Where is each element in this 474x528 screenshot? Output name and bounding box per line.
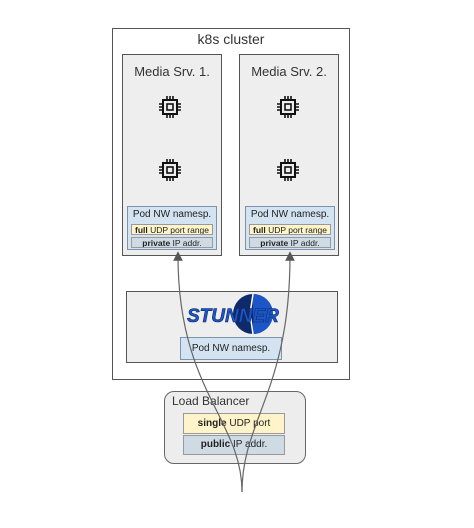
- ip-rest: IP addr.: [288, 238, 320, 248]
- udp-port-range-srv2: full UDP port range: [249, 224, 331, 235]
- port-rest: UDP port range: [265, 225, 327, 235]
- public-ip-address: public IP addr.: [183, 435, 285, 455]
- ip-bold: private: [260, 238, 289, 248]
- port-bold: full: [134, 225, 148, 235]
- cpu-chip-icon: [277, 159, 299, 181]
- cpu-chip-icon: [159, 159, 181, 181]
- cpu-chip-icon: [159, 96, 181, 118]
- ip-rest: IP addr.: [170, 238, 202, 248]
- stunner-logo-text: STUNNER: [187, 306, 279, 327]
- port-bold: single: [197, 418, 227, 429]
- pod-namespace-srv2-label: Pod NW namesp.: [250, 209, 330, 220]
- stunner-logo: STUNNER: [187, 293, 279, 335]
- private-ip-srv2: private IP addr.: [249, 237, 331, 248]
- arrow-to-media-server-2: [241, 251, 295, 493]
- port-rest: UDP port range: [147, 225, 209, 235]
- pod-namespace-srv1-label: Pod NW namesp.: [132, 209, 212, 220]
- cluster-title: k8s cluster: [197, 31, 265, 47]
- single-udp-port: single UDP port: [183, 413, 285, 434]
- media-server-1-title: Media Srv. 1.: [134, 64, 210, 79]
- private-ip-srv1: private IP addr.: [131, 237, 213, 248]
- udp-port-range-srv1: full UDP port range: [131, 224, 213, 235]
- arrow-to-media-server-1: [173, 251, 243, 493]
- cpu-chip-icon: [277, 96, 299, 118]
- port-bold: full: [252, 225, 266, 235]
- port-rest: UDP port: [226, 418, 271, 429]
- ip-bold: public: [200, 439, 231, 450]
- media-server-2-title: Media Srv. 2.: [251, 64, 327, 79]
- load-balancer-title: Load Balancer: [172, 394, 250, 408]
- stunner-pod-namespace: Pod NW namesp.: [180, 337, 282, 360]
- ip-bold: private: [142, 238, 171, 248]
- ip-rest: IP addr.: [230, 439, 268, 450]
